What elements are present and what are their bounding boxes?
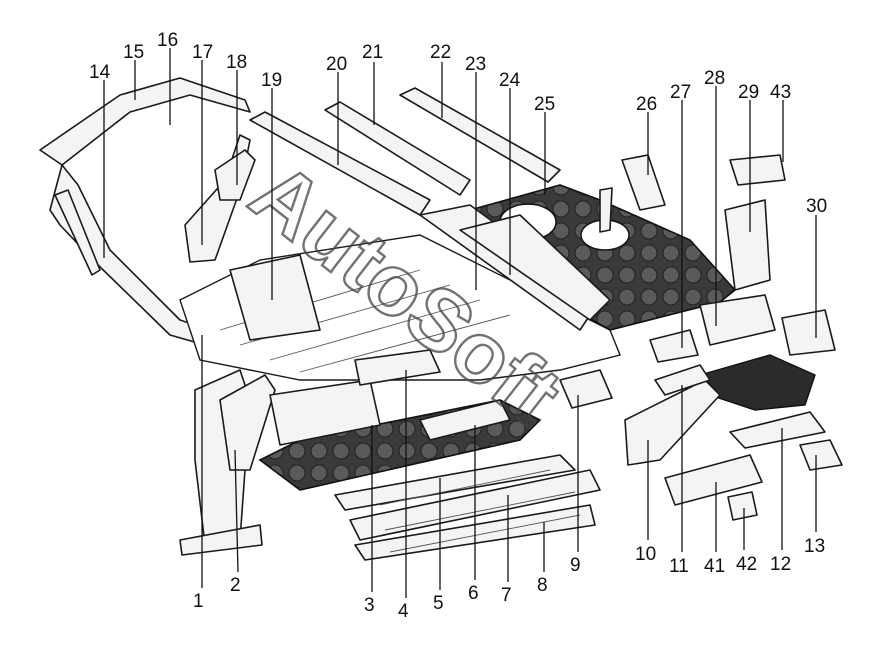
body-shell [39,77,843,561]
member-11 [698,354,816,411]
tunnel-6 [419,399,511,441]
callout-26: 26 [636,94,657,115]
callout-9: 9 [570,555,581,576]
callout-4: 4 [398,601,409,622]
callout-18: 18 [226,52,247,73]
callout-19: 19 [261,70,282,91]
callout-21: 21 [362,42,383,63]
callout-29: 29 [738,82,759,103]
a-pillar-2 [219,374,276,471]
part-9 [559,369,613,409]
part-42 [727,491,758,521]
callout-2: 2 [230,575,241,596]
rail-24 [459,214,611,321]
callout-42: 42 [736,554,757,575]
leader-lines [103,48,817,598]
callout-1: 1 [193,591,204,612]
callout-24: 24 [499,70,521,91]
part-26 [621,154,666,211]
callout-23: 23 [465,54,486,75]
roof-rail-20 [249,111,431,216]
pillar-18 [214,149,256,201]
part-30 [781,309,836,356]
callout-11: 11 [669,556,689,577]
part-41 [664,454,763,506]
callout-6: 6 [468,583,479,604]
callout-14: 14 [89,62,111,83]
callout-15: 15 [123,42,144,63]
part-27 [649,329,699,363]
part-43 [729,154,786,186]
callout-12: 12 [770,554,791,575]
part-11b [654,364,711,396]
sill-5 [334,454,576,511]
bracket-4 [354,349,441,386]
callout-8: 8 [537,575,548,596]
part-19 [229,254,321,341]
callout-16: 16 [157,30,178,51]
callout-41: 41 [704,556,725,577]
callout-7: 7 [501,585,512,606]
lower-left [179,524,263,556]
front-pillar [54,189,101,276]
member-3 [269,379,381,446]
part-12 [729,411,826,449]
shock-tower-25 [599,187,613,233]
callout-17: 17 [192,42,213,63]
callout-3: 3 [364,595,375,616]
part-13 [799,439,843,471]
roof-rail-22 [399,87,561,183]
callout-10: 10 [635,544,656,565]
callout-20: 20 [326,54,347,75]
callout-43: 43 [770,82,791,103]
callout-22: 22 [430,42,451,63]
callout-30: 30 [806,196,827,217]
callout-13: 13 [804,536,825,557]
roof-frame [39,77,251,166]
callout-28: 28 [704,68,725,89]
callout-5: 5 [433,593,444,614]
callout-labels: 1 2 3 4 5 6 7 8 9 10 11 12 13 14 15 16 1… [89,30,827,622]
callout-27: 27 [670,82,691,103]
callout-25: 25 [534,94,555,115]
roof-rail-21 [324,101,471,196]
part-29 [724,199,771,291]
part-28 [699,294,776,346]
